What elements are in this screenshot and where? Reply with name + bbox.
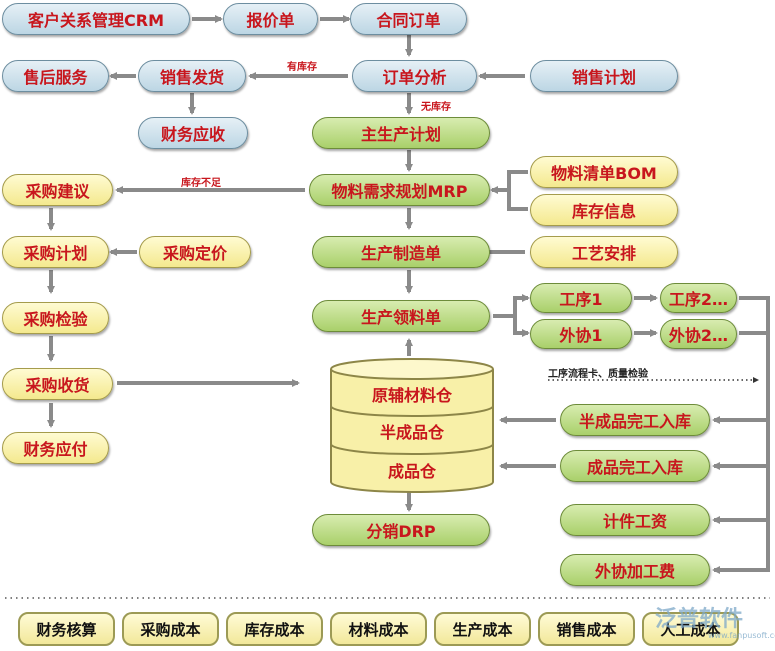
node-contract: 合同订单 — [350, 3, 467, 35]
node-sales-ship: 销售发货 — [138, 60, 246, 92]
bracket-pick-ops — [493, 294, 530, 318]
node-sales-plan: 销售计划 — [530, 60, 678, 92]
node-process-arrange: 工艺安排 — [530, 236, 678, 268]
warehouse-cylinder — [330, 358, 494, 493]
node-finance-payable: 财务应付 — [2, 432, 109, 464]
node-order-analysis: 订单分析 — [352, 60, 477, 92]
node-finance-receivable: 财务应收 — [138, 117, 248, 149]
cost-labor: 人工成本 — [642, 612, 739, 646]
node-outsource-fee: 外协加工费 — [560, 554, 710, 586]
node-purchase-suggest: 采购建议 — [2, 174, 113, 206]
return-bus — [739, 296, 770, 572]
cost-production: 生产成本 — [434, 612, 531, 646]
node-mfg-order: 生产制造单 — [312, 236, 490, 268]
node-bom: 物料清单BOM — [530, 156, 678, 188]
node-stock-info: 库存信息 — [530, 194, 678, 226]
bracket-pick-outsource — [513, 316, 530, 337]
node-pick-order: 生产领料单 — [312, 300, 490, 332]
node-outsource2: 外协2… — [660, 319, 737, 349]
node-outsource1: 外协1 — [530, 319, 632, 349]
node-crm: 客户关系管理CRM — [2, 3, 190, 35]
brand-url: www.fanpusoft.com — [708, 631, 775, 640]
brand-logo: 泛普软件 — [655, 607, 744, 632]
label-no-stock: 无库存 — [421, 102, 451, 113]
bracket-bom-stock-mrp — [507, 170, 528, 211]
node-purchase-receive: 采购收货 — [2, 368, 113, 400]
label-in-stock: 有库存 — [287, 62, 317, 73]
node-mps: 主生产计划 — [312, 117, 490, 149]
node-mrp: 物料需求规划MRP — [309, 174, 490, 206]
warehouse-raw: 原辅材料仓 — [371, 386, 452, 405]
node-piece-wage: 计件工资 — [560, 504, 710, 536]
warehouse-finished: 成品仓 — [387, 462, 436, 481]
node-finished-in: 成品完工入库 — [560, 450, 710, 482]
warehouse-semi: 半成品仓 — [379, 423, 444, 442]
node-after-sales: 售后服务 — [2, 60, 109, 92]
label-flow-card: 工序流程卡、质量检验 — [548, 369, 648, 380]
node-purchase-price: 采购定价 — [139, 236, 251, 268]
cost-inventory: 库存成本 — [226, 612, 323, 646]
cost-finance-accounting: 财务核算 — [18, 612, 115, 646]
cost-sales: 销售成本 — [538, 612, 635, 646]
node-semi-finished-in: 半成品完工入库 — [560, 404, 710, 436]
node-drp: 分销DRP — [312, 514, 490, 546]
cost-purchase: 采购成本 — [122, 612, 219, 646]
node-purchase-plan: 采购计划 — [2, 236, 109, 268]
node-op2: 工序2… — [660, 283, 737, 313]
label-short-stock: 库存不足 — [181, 178, 221, 189]
node-quote: 报价单 — [223, 3, 318, 35]
cost-material: 材料成本 — [330, 612, 427, 646]
node-op1: 工序1 — [530, 283, 632, 313]
node-purchase-inspect: 采购检验 — [2, 302, 109, 334]
